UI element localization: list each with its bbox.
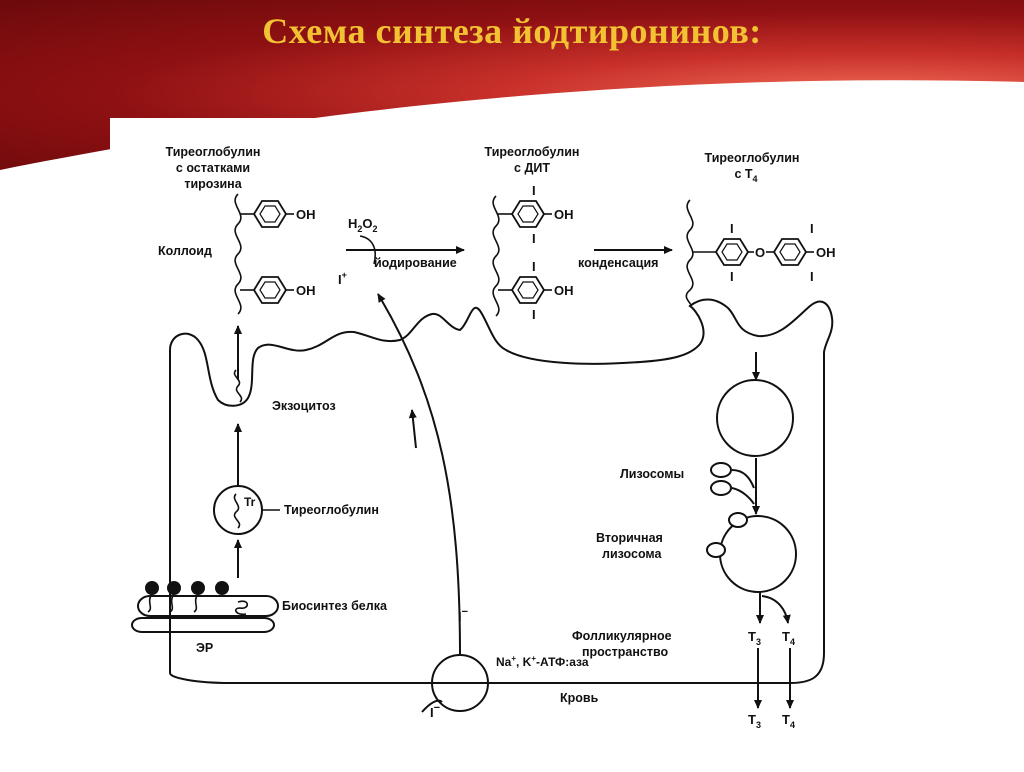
label-follicular-space-1: Фолликулярное (572, 629, 672, 643)
lysosome-1 (710, 462, 732, 478)
lysosome-bud-2 (706, 542, 726, 558)
secondary-lysosome (719, 515, 797, 593)
lysosome-path-2 (731, 487, 755, 505)
endocytic-vesicle (716, 379, 794, 457)
iodine-t4-4: I (810, 269, 814, 284)
label-t3-cell: T3 (748, 629, 761, 647)
iodide-mid-arrow (408, 409, 417, 449)
label-exocytosis: Экзоцитоз (272, 399, 336, 413)
h2o2-curve (359, 235, 376, 265)
label-er: ЭР (196, 641, 213, 655)
er-membrane-1 (137, 595, 279, 617)
iodothyronine-synthesis-diagram: Тиреоглобулин с остатками тирозина OH OH… (131, 145, 836, 730)
peptide-3 (193, 593, 199, 613)
dit-ring-2 (511, 276, 545, 304)
tg-chain-3 (685, 199, 694, 307)
o-bridge: O (755, 245, 765, 260)
tg-chain-1 (234, 193, 242, 315)
iodine-dit-2b: I (532, 307, 536, 322)
label-tg-t4-1: Тиреоглобулин (705, 151, 800, 165)
label-i-minus-blood: I− (430, 702, 440, 720)
oh-4: OH (554, 283, 574, 298)
label-protein-biosynthesis: Биосинтез белка (282, 599, 388, 613)
label-secondary-lysosome-2: лизосома (602, 547, 663, 561)
iodine-dit-1a: I (532, 183, 536, 198)
label-blood: Кровь (560, 691, 599, 705)
label-t4-cell: T4 (782, 629, 795, 647)
t4-ring-2 (773, 238, 807, 266)
iodine-t4-3: I (810, 221, 814, 236)
label-pump: Na+, K+-АТФ:аза (496, 654, 589, 669)
exocytosis-chain (233, 369, 243, 403)
peptide-2 (169, 593, 175, 613)
ribosome-2 (167, 581, 181, 595)
label-tg-tyrosine-1: Тиреоглобулин (166, 145, 261, 159)
label-tg-dit-2: с ДИТ (514, 161, 550, 175)
label-tg-t4-2: с Т4 (734, 167, 757, 184)
ribosome-4 (215, 581, 229, 595)
iodine-dit-2a: I (532, 259, 536, 274)
label-t3-blood: T3 (748, 712, 761, 730)
arrow-t4-release (761, 595, 791, 624)
label-tg-dit-1: Тиреоглобулин (485, 145, 580, 159)
iodine-t4-2: I (730, 269, 734, 284)
oh-5: OH (816, 245, 836, 260)
label-condensation: конденсация (578, 256, 658, 270)
tg-chain-2 (492, 195, 500, 317)
label-secondary-lysosome-1: Вторичная (596, 531, 663, 545)
lysosome-bud-1 (728, 512, 748, 528)
peptide-fold (234, 600, 249, 616)
oh-3: OH (554, 207, 574, 222)
cell-membrane (169, 298, 834, 684)
tyrosine-ring-2 (253, 276, 287, 304)
diagram-canvas: Тиреоглобулин с остатками тирозина OH OH… (110, 118, 1024, 767)
iodine-t4-1: I (730, 221, 734, 236)
er-membrane-2 (131, 617, 275, 633)
t4-ring-1 (715, 238, 749, 266)
label-i-minus-cell: I− (458, 606, 468, 624)
label-iodination: йодирование (374, 256, 457, 270)
oh-1: OH (296, 207, 316, 222)
label-follicular-space-2: пространство (582, 645, 668, 659)
label-tg-tyrosine-3: тирозина (184, 177, 242, 191)
label-tr: Tr (244, 495, 256, 509)
iodide-entry-curve (421, 699, 443, 713)
iodine-dit-1b: I (532, 231, 536, 246)
lysosome-path-1 (731, 469, 755, 489)
peptide-1 (147, 593, 153, 613)
lysosome-2 (710, 480, 732, 496)
vesicle-chain (233, 493, 241, 529)
label-tg-tyrosine-2: с остатками (176, 161, 250, 175)
label-t4-blood: T4 (782, 712, 795, 730)
label-h2o2: H2O2 (348, 216, 378, 234)
label-colloid: Коллоид (158, 244, 212, 258)
ribosome-1 (145, 581, 159, 595)
label-thyroglobulin: Тиреоглобулин (284, 503, 379, 517)
label-lysosomes: Лизосомы (620, 467, 684, 481)
slide-title: Схема синтеза йодтиронинов: (262, 11, 762, 51)
oh-2: OH (296, 283, 316, 298)
tyrosine-ring-1 (253, 200, 287, 228)
label-i-plus: I+ (338, 270, 347, 287)
dit-ring-1 (511, 200, 545, 228)
ribosome-3 (191, 581, 205, 595)
iodide-transport-arrow (377, 293, 461, 656)
